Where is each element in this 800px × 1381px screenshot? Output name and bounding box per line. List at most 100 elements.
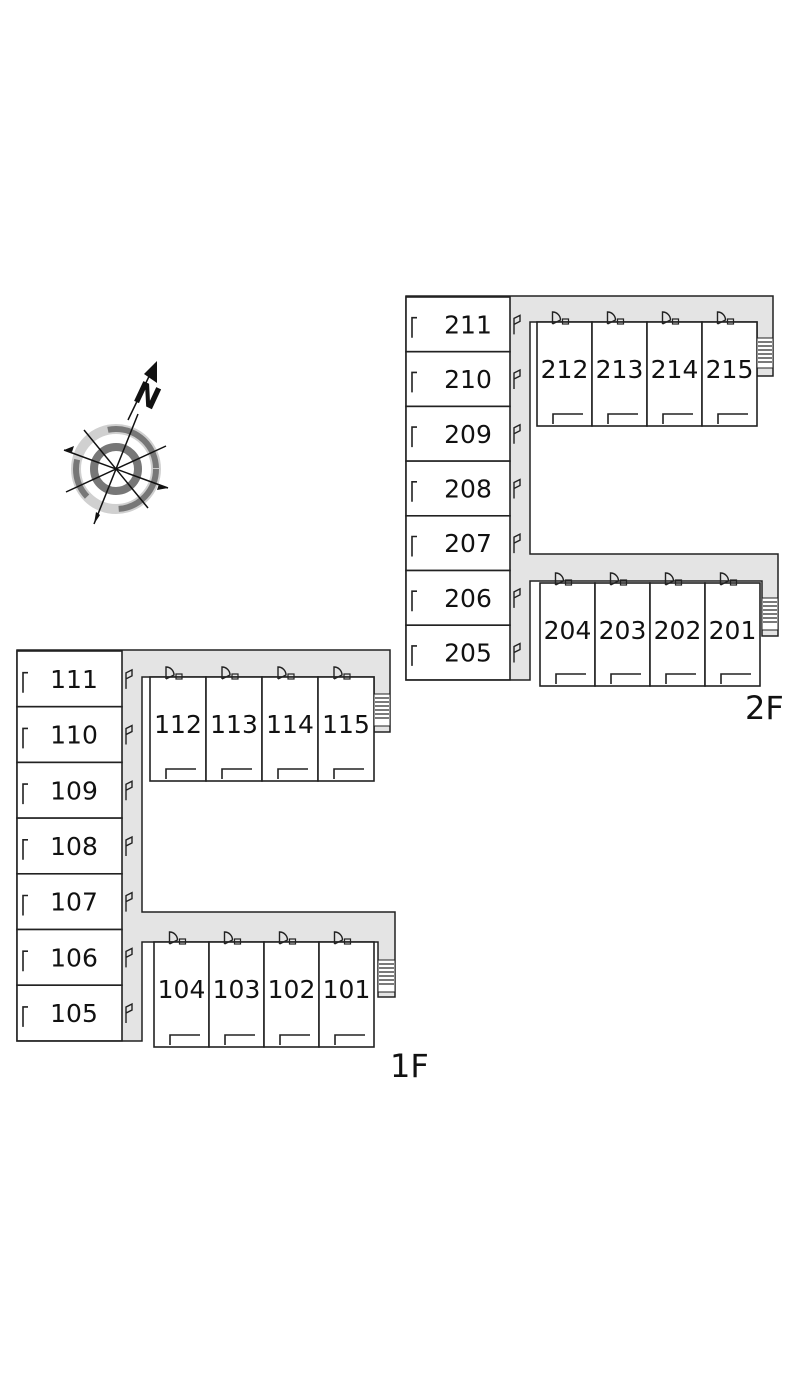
room-unit: 112	[149, 666, 207, 782]
room-number: 206	[444, 584, 492, 613]
room-number: 209	[444, 420, 492, 449]
door-icon	[22, 894, 28, 916]
entrance-door-icon	[716, 311, 735, 325]
stairs-icon	[761, 597, 779, 631]
room-unit: 114	[261, 666, 319, 782]
compass-north-label: N	[128, 375, 166, 417]
room-unit: 208	[405, 460, 521, 517]
balcony-icon	[125, 780, 133, 801]
room-number: 211	[444, 310, 492, 339]
door-icon	[411, 590, 417, 612]
room-unit: 102	[263, 931, 320, 1048]
balcony-icon	[125, 668, 133, 689]
room-number: 109	[50, 776, 98, 805]
door-icon	[665, 673, 696, 684]
entrance-door-icon	[719, 572, 738, 586]
balcony-icon	[125, 724, 133, 745]
room-unit: 201	[704, 572, 761, 687]
room-unit: 111	[16, 650, 133, 708]
room-unit: 206	[405, 569, 521, 627]
door-icon	[555, 673, 586, 684]
room-unit: 207	[405, 514, 521, 572]
door-icon	[411, 535, 417, 557]
room-number: 112	[154, 710, 202, 739]
room-unit: 210	[405, 350, 521, 408]
room-unit: 205	[405, 624, 521, 681]
balcony-icon	[513, 642, 521, 663]
door-icon	[22, 783, 28, 805]
door-icon	[334, 1034, 365, 1045]
entrance-door-icon	[168, 931, 187, 945]
balcony-icon	[125, 891, 133, 912]
room-unit: 211	[405, 296, 521, 353]
floor-label-2f: 2F	[745, 689, 784, 727]
room-unit: 204	[539, 572, 596, 687]
entrance-door-icon	[551, 311, 570, 325]
room-unit: 107	[16, 872, 133, 931]
entrance-door-icon	[223, 931, 242, 945]
room-number: 213	[596, 355, 644, 384]
balcony-icon	[513, 533, 521, 554]
balcony-icon	[125, 947, 133, 968]
balcony-icon	[513, 368, 521, 390]
room-number: 113	[210, 710, 258, 739]
door-icon	[607, 413, 638, 424]
door-icon	[333, 768, 364, 779]
door-icon	[277, 768, 308, 779]
room-unit: 214	[646, 311, 703, 427]
room-number: 115	[322, 710, 370, 739]
entrance-door-icon	[609, 572, 628, 586]
room-number: 215	[706, 355, 754, 384]
room-number: 101	[323, 975, 371, 1004]
room-unit: 213	[591, 311, 648, 427]
entrance-door-icon	[661, 311, 680, 325]
floor-label-1f: 1F	[390, 1047, 429, 1085]
door-icon	[279, 1034, 310, 1045]
entrance-door-icon	[278, 931, 297, 945]
room-unit: 103	[208, 931, 265, 1048]
door-icon	[22, 950, 28, 972]
room-number: 102	[268, 975, 316, 1004]
stairs-icon	[373, 693, 391, 727]
balcony-icon	[513, 423, 521, 444]
balcony-icon	[125, 835, 133, 856]
room-number: 111	[50, 665, 98, 694]
door-icon	[22, 671, 28, 693]
door-icon	[411, 316, 417, 338]
room-unit: 115	[317, 666, 375, 782]
entrance-door-icon	[165, 666, 183, 680]
room-number: 203	[599, 616, 647, 645]
room-unit: 108	[16, 817, 133, 875]
room-number: 103	[213, 975, 261, 1004]
room-unit: 109	[16, 761, 133, 819]
room-unit: 113	[205, 666, 263, 782]
door-icon	[224, 1034, 255, 1045]
room-unit: 105	[16, 984, 133, 1042]
room-number: 110	[50, 721, 98, 750]
entrance-door-icon	[664, 572, 683, 586]
room-number: 208	[444, 474, 492, 503]
door-icon	[411, 645, 417, 666]
door-icon	[610, 673, 641, 684]
room-unit: 215	[701, 311, 758, 427]
entrance-door-icon	[554, 572, 573, 586]
door-icon	[165, 768, 196, 779]
entrance-door-icon	[333, 931, 352, 945]
room-number: 201	[709, 616, 757, 645]
stairs-icon	[756, 337, 774, 369]
balcony-icon	[513, 314, 521, 335]
door-icon	[22, 1006, 28, 1027]
room-number: 207	[444, 529, 492, 558]
room-number: 114	[266, 710, 314, 739]
room-number: 210	[444, 365, 492, 394]
room-unit: 104	[153, 931, 210, 1048]
balcony-icon	[125, 1002, 133, 1024]
room-unit: 106	[16, 928, 133, 987]
entrance-door-icon	[333, 666, 351, 680]
room-number: 108	[50, 832, 98, 861]
compass-rose-icon	[63, 361, 169, 525]
room-unit: 202	[649, 572, 706, 687]
door-icon	[411, 426, 417, 448]
